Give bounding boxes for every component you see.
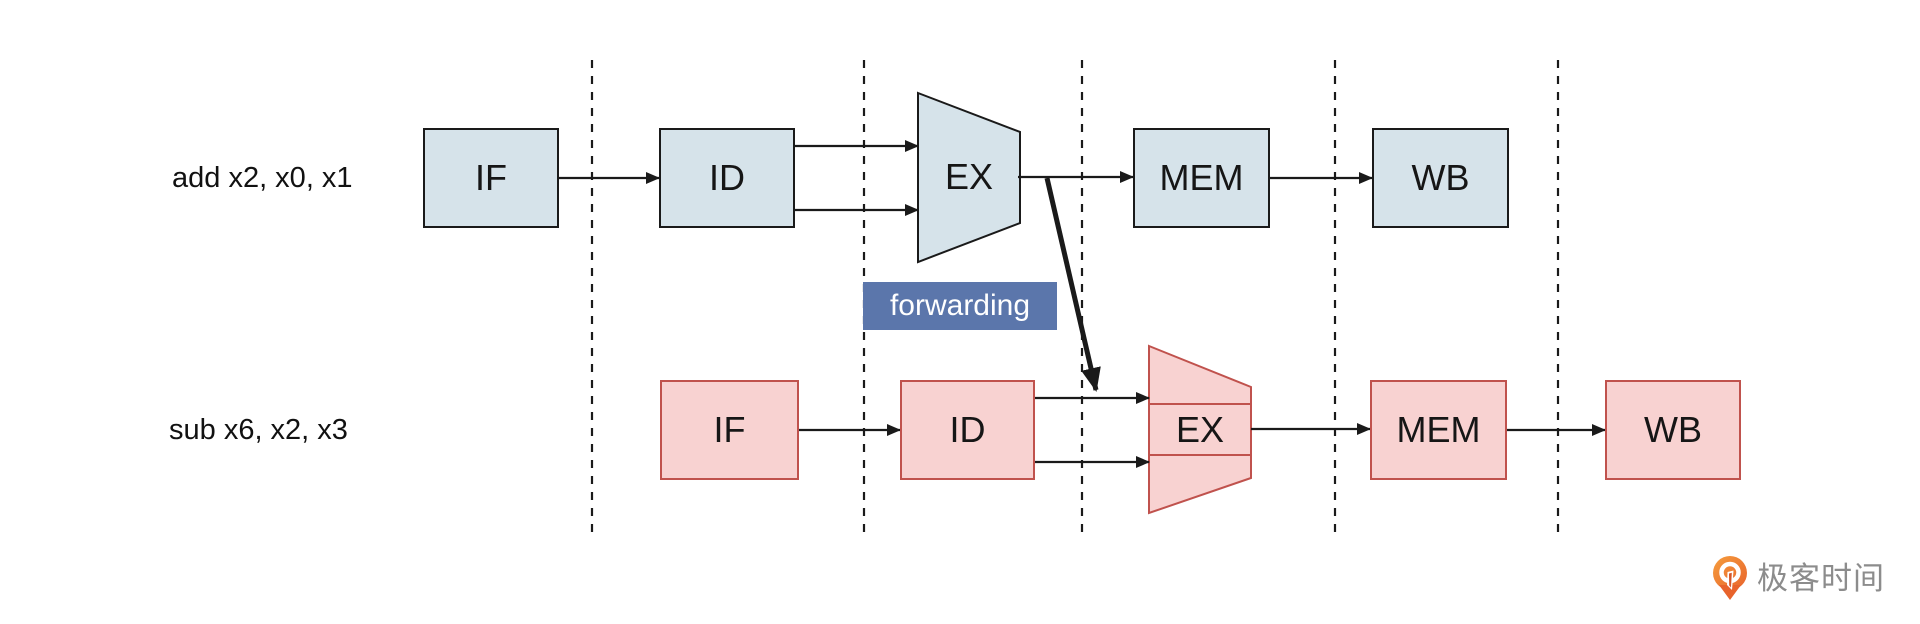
row2-stage-ex: EX [1175,409,1225,450]
row2-stage-mem: MEM [1370,380,1507,480]
row1-stage-ex: EX [944,156,994,197]
row1-stage-id: ID [659,128,795,228]
row2-stage-if: IF [660,380,799,480]
geektime-logo-text: 极客时间 [1757,560,1885,596]
instruction-label-sub: sub x6, x2, x3 [169,414,348,446]
forwarding-arrow [1044,177,1101,392]
instruction-label-add: add x2, x0, x1 [172,162,353,194]
forwarding-label-badge: forwarding [863,282,1057,330]
row2-stage-wb: WB [1605,380,1741,480]
row1-stage-mem: MEM [1133,128,1270,228]
geektime-logo-icon [1713,556,1747,600]
row1-stage-if: IF [423,128,559,228]
geektime-logo: 极客时间 [1712,556,1885,601]
row2-stage-id: ID [900,380,1035,480]
row1-stage-wb: WB [1372,128,1509,228]
